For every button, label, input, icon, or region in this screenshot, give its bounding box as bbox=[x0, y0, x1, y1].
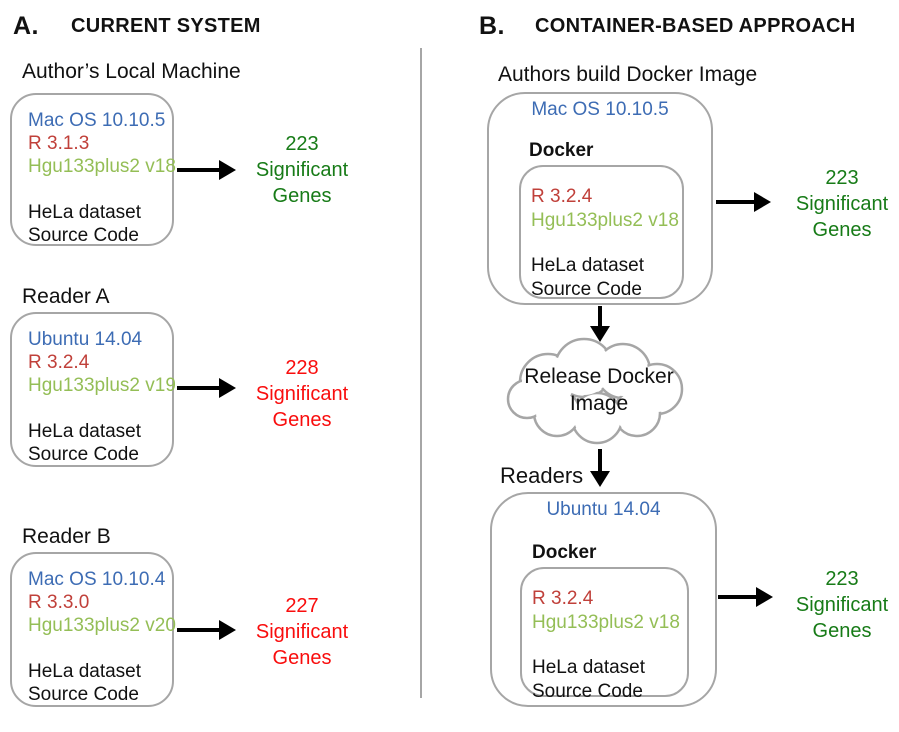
dataset-label: HeLa dataset bbox=[531, 255, 645, 276]
source-code-label: Source Code bbox=[531, 279, 642, 300]
result-count: 228 bbox=[285, 357, 319, 379]
panel-b-letter: B. bbox=[479, 12, 505, 40]
result-word1: Significant bbox=[795, 193, 889, 215]
cloud-label-line2: Image bbox=[569, 392, 629, 415]
os-version-label: Mac OS 10.10.4 bbox=[28, 569, 166, 590]
cloud-label: Release Docker Image bbox=[496, 363, 702, 417]
docker-container-box: R 3.2.4 Hgu133plus2 v18 HeLa dataset Sou… bbox=[519, 165, 684, 300]
section-heading-readers: Readers bbox=[500, 463, 584, 488]
arrow-right-icon bbox=[177, 386, 219, 390]
section-heading-author-machine: Author’s Local Machine bbox=[22, 60, 241, 83]
result-word1: Significant bbox=[255, 383, 349, 405]
blank-line bbox=[28, 397, 172, 420]
r-version-label: R 3.1.3 bbox=[28, 133, 90, 154]
result-authors-docker: 223 Significant Genes bbox=[780, 165, 899, 243]
section-heading-reader-b: Reader B bbox=[22, 525, 111, 548]
blank-line bbox=[28, 178, 172, 201]
section-heading-authors-build: Authors build Docker Image bbox=[498, 63, 758, 86]
annotation-version-label: Hgu133plus2 v20 bbox=[28, 615, 176, 636]
r-version-label: R 3.2.4 bbox=[531, 186, 593, 207]
result-word2: Genes bbox=[272, 409, 332, 431]
section-heading-reader-a: Reader A bbox=[22, 285, 110, 308]
result-word1: Significant bbox=[795, 594, 889, 616]
result-count: 223 bbox=[285, 133, 319, 155]
r-version-label: R 3.2.4 bbox=[532, 588, 594, 609]
annotation-version-label: Hgu133plus2 v18 bbox=[532, 612, 680, 633]
docker-container-box: R 3.2.4 Hgu133plus2 v18 HeLa dataset Sou… bbox=[520, 567, 689, 702]
result-word2: Genes bbox=[812, 620, 872, 642]
cloud-label-line1: Release Docker bbox=[524, 365, 674, 388]
arrow-down-icon bbox=[598, 449, 602, 471]
arrow-right-icon bbox=[718, 595, 756, 599]
os-version-label: Mac OS 10.10.5 bbox=[28, 110, 166, 131]
result-word2: Genes bbox=[272, 647, 332, 669]
env-box-author-machine: Mac OS 10.10.5 R 3.1.3 Hgu133plus2 v18 H… bbox=[10, 93, 176, 246]
os-version-label: Ubuntu 14.04 bbox=[28, 329, 143, 350]
result-word1: Significant bbox=[255, 621, 349, 643]
os-version-label: Ubuntu 14.04 bbox=[546, 499, 661, 520]
docker-label: Docker bbox=[529, 140, 594, 161]
dataset-label: HeLa dataset bbox=[28, 421, 142, 442]
dataset-label: HeLa dataset bbox=[532, 657, 646, 678]
r-version-label: R 3.3.0 bbox=[28, 592, 90, 613]
host-box-readers: Ubuntu 14.04 Docker R 3.2.4 Hgu133plus2 … bbox=[490, 492, 717, 707]
blank-line bbox=[531, 233, 682, 254]
dataset-label: HeLa dataset bbox=[28, 202, 142, 223]
os-version-label: Mac OS 10.10.5 bbox=[531, 99, 669, 120]
env-box-reader-b: Mac OS 10.10.4 R 3.3.0 Hgu133plus2 v20 H… bbox=[10, 552, 176, 707]
result-word2: Genes bbox=[272, 185, 332, 207]
arrow-right-icon bbox=[716, 200, 754, 204]
r-version-label: R 3.2.4 bbox=[28, 352, 90, 373]
result-word2: Genes bbox=[812, 219, 872, 241]
panel-a-letter: A. bbox=[13, 12, 39, 40]
result-reader-a: 228 Significant Genes bbox=[240, 355, 364, 433]
result-count: 223 bbox=[825, 167, 859, 189]
panel-divider bbox=[420, 48, 422, 698]
source-code-label: Source Code bbox=[28, 225, 139, 246]
arrow-right-icon bbox=[177, 168, 219, 172]
result-word1: Significant bbox=[255, 159, 349, 181]
blank-line bbox=[532, 635, 687, 656]
annotation-version-label: Hgu133plus2 v18 bbox=[28, 156, 176, 177]
annotation-version-label: Hgu133plus2 v18 bbox=[531, 210, 679, 231]
docker-label: Docker bbox=[532, 542, 597, 563]
annotation-version-label: Hgu133plus2 v19 bbox=[28, 375, 176, 396]
dataset-label: HeLa dataset bbox=[28, 661, 142, 682]
arrow-down-icon bbox=[598, 306, 602, 326]
blank-line bbox=[28, 637, 172, 660]
result-readers-docker: 223 Significant Genes bbox=[780, 566, 899, 644]
result-count: 223 bbox=[825, 568, 859, 590]
source-code-label: Source Code bbox=[532, 681, 643, 702]
arrow-right-icon bbox=[177, 628, 219, 632]
panel-a-title: CURRENT SYSTEM bbox=[71, 15, 261, 37]
result-count: 227 bbox=[285, 595, 319, 617]
host-box-authors: Mac OS 10.10.5 Docker R 3.2.4 Hgu133plus… bbox=[487, 92, 713, 305]
result-author-machine: 223 Significant Genes bbox=[240, 131, 364, 209]
cloud-shape bbox=[506, 337, 684, 445]
source-code-label: Source Code bbox=[28, 444, 139, 465]
panel-b-title: CONTAINER-BASED APPROACH bbox=[535, 15, 856, 37]
result-reader-b: 227 Significant Genes bbox=[240, 593, 364, 671]
source-code-label: Source Code bbox=[28, 684, 139, 705]
env-box-reader-a: Ubuntu 14.04 R 3.2.4 Hgu133plus2 v19 HeL… bbox=[10, 312, 176, 467]
